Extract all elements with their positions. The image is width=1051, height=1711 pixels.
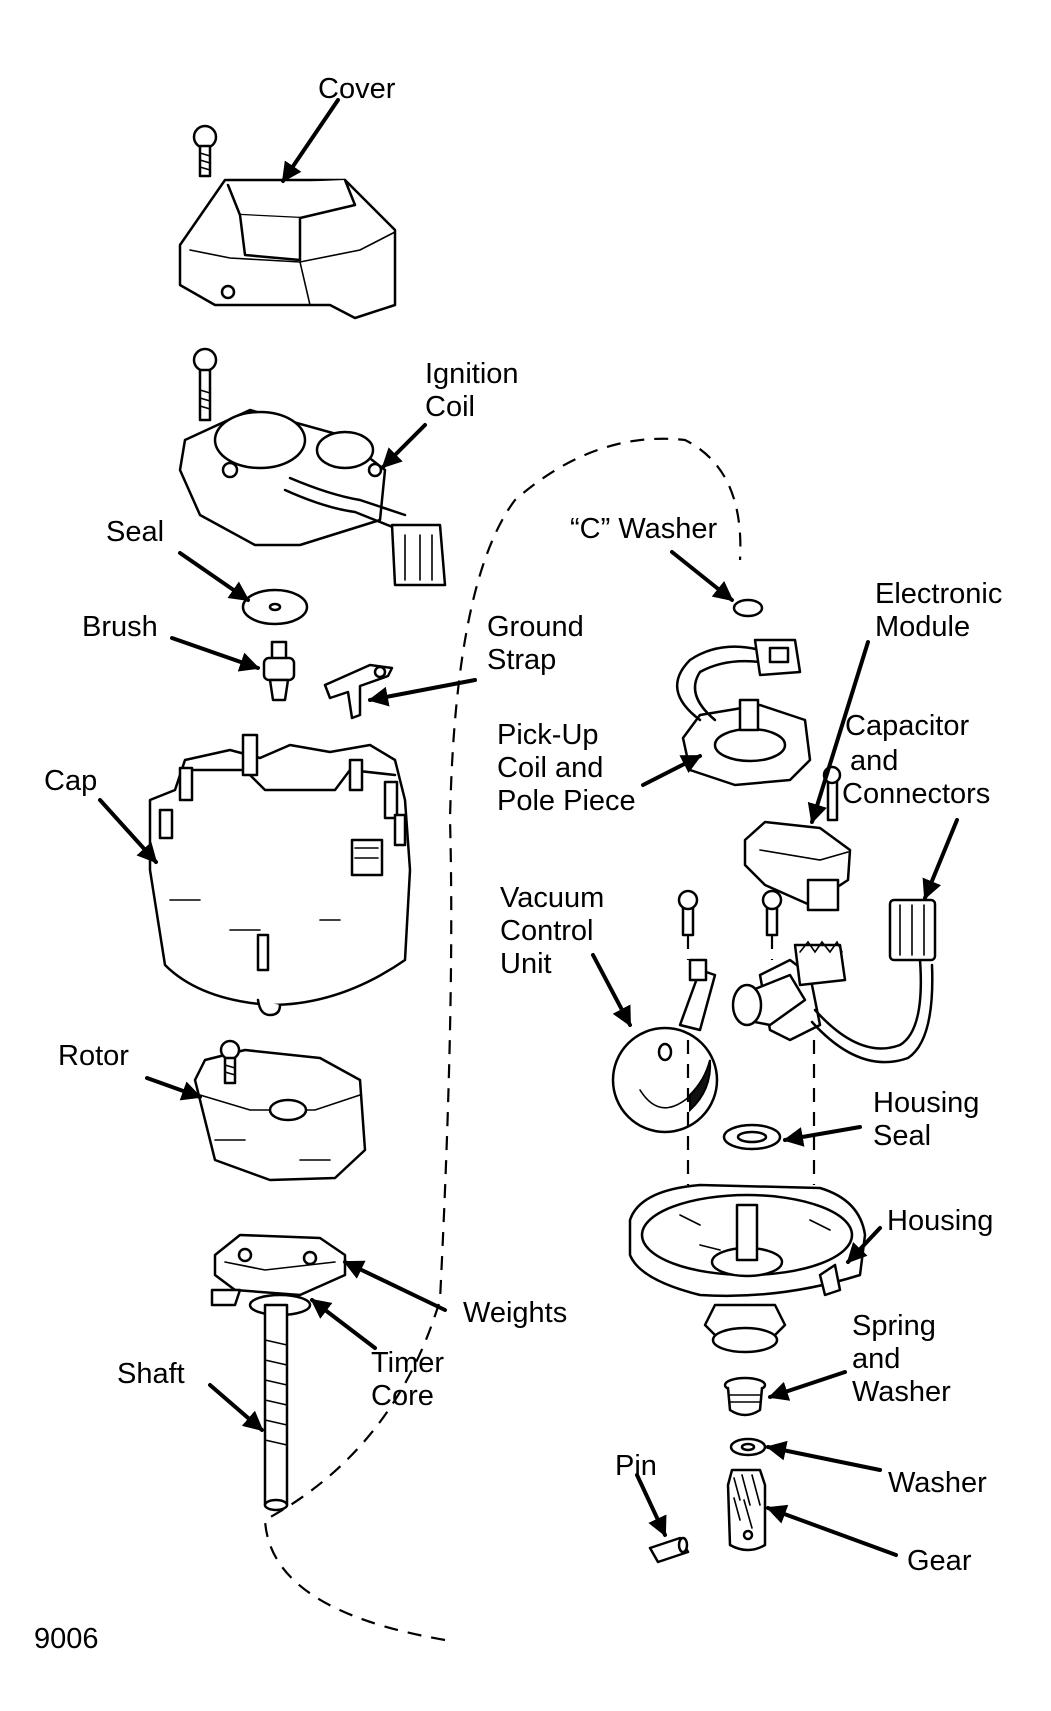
label-seal: Seal bbox=[106, 516, 164, 548]
label-housing-seal: Housing Seal bbox=[873, 1087, 987, 1152]
weights-shaft-part bbox=[210, 1233, 347, 1512]
gear-part bbox=[726, 1468, 767, 1552]
distributor-cap-part bbox=[148, 733, 412, 1017]
spring-washer-part bbox=[723, 1376, 767, 1417]
brush-part bbox=[262, 640, 296, 702]
pickup-coil-part bbox=[675, 638, 812, 787]
coil-screw bbox=[192, 347, 218, 422]
label-spring-washer: Spring and Washer bbox=[852, 1310, 951, 1408]
label-pickup-coil: Pick-Up Coil and Pole Piece bbox=[497, 719, 636, 817]
label-vacuum-control: Vacuum Control Unit bbox=[500, 882, 612, 980]
label-timer-core: Timer Core bbox=[371, 1347, 452, 1412]
label-gear: Gear bbox=[907, 1545, 972, 1577]
capacitor-screw bbox=[761, 889, 783, 937]
label-cap: Cap bbox=[44, 765, 97, 797]
label-capacitor: Capacitor and Connectors bbox=[842, 710, 990, 810]
c-washer-part bbox=[732, 598, 764, 618]
cover-screw bbox=[192, 124, 218, 178]
washer-part bbox=[729, 1437, 767, 1457]
housing-seal-part bbox=[722, 1123, 782, 1151]
vacuum-screw bbox=[677, 889, 699, 937]
label-weights: Weights bbox=[463, 1297, 567, 1329]
label-housing: Housing bbox=[887, 1205, 993, 1237]
leader-arrows bbox=[98, 98, 959, 1557]
pin-part bbox=[648, 1536, 690, 1564]
label-shaft: Shaft bbox=[117, 1358, 185, 1390]
electronic-module-part bbox=[743, 820, 852, 912]
cover-part bbox=[178, 178, 397, 320]
vacuum-control-unit-part bbox=[611, 958, 719, 1134]
rotor-part bbox=[193, 1039, 367, 1182]
label-cover: Cover bbox=[318, 73, 396, 105]
label-electronic-module: Electronic Module bbox=[875, 578, 1010, 643]
label-washer: Washer bbox=[888, 1467, 987, 1499]
label-ignition-coil: Ignition Coil bbox=[425, 358, 527, 423]
figure-code: 9006 bbox=[34, 1623, 99, 1655]
label-pin: Pin bbox=[615, 1450, 657, 1482]
housing-part bbox=[628, 1183, 867, 1354]
label-brush: Brush bbox=[82, 611, 158, 643]
label-rotor: Rotor bbox=[58, 1040, 129, 1072]
capacitor-part bbox=[731, 898, 937, 1064]
ignition-coil-part bbox=[178, 408, 447, 587]
label-c-washer: “C” Washer bbox=[570, 513, 717, 545]
ground-strap-part bbox=[323, 663, 394, 720]
label-ground-strap: Ground Strap bbox=[487, 611, 592, 676]
